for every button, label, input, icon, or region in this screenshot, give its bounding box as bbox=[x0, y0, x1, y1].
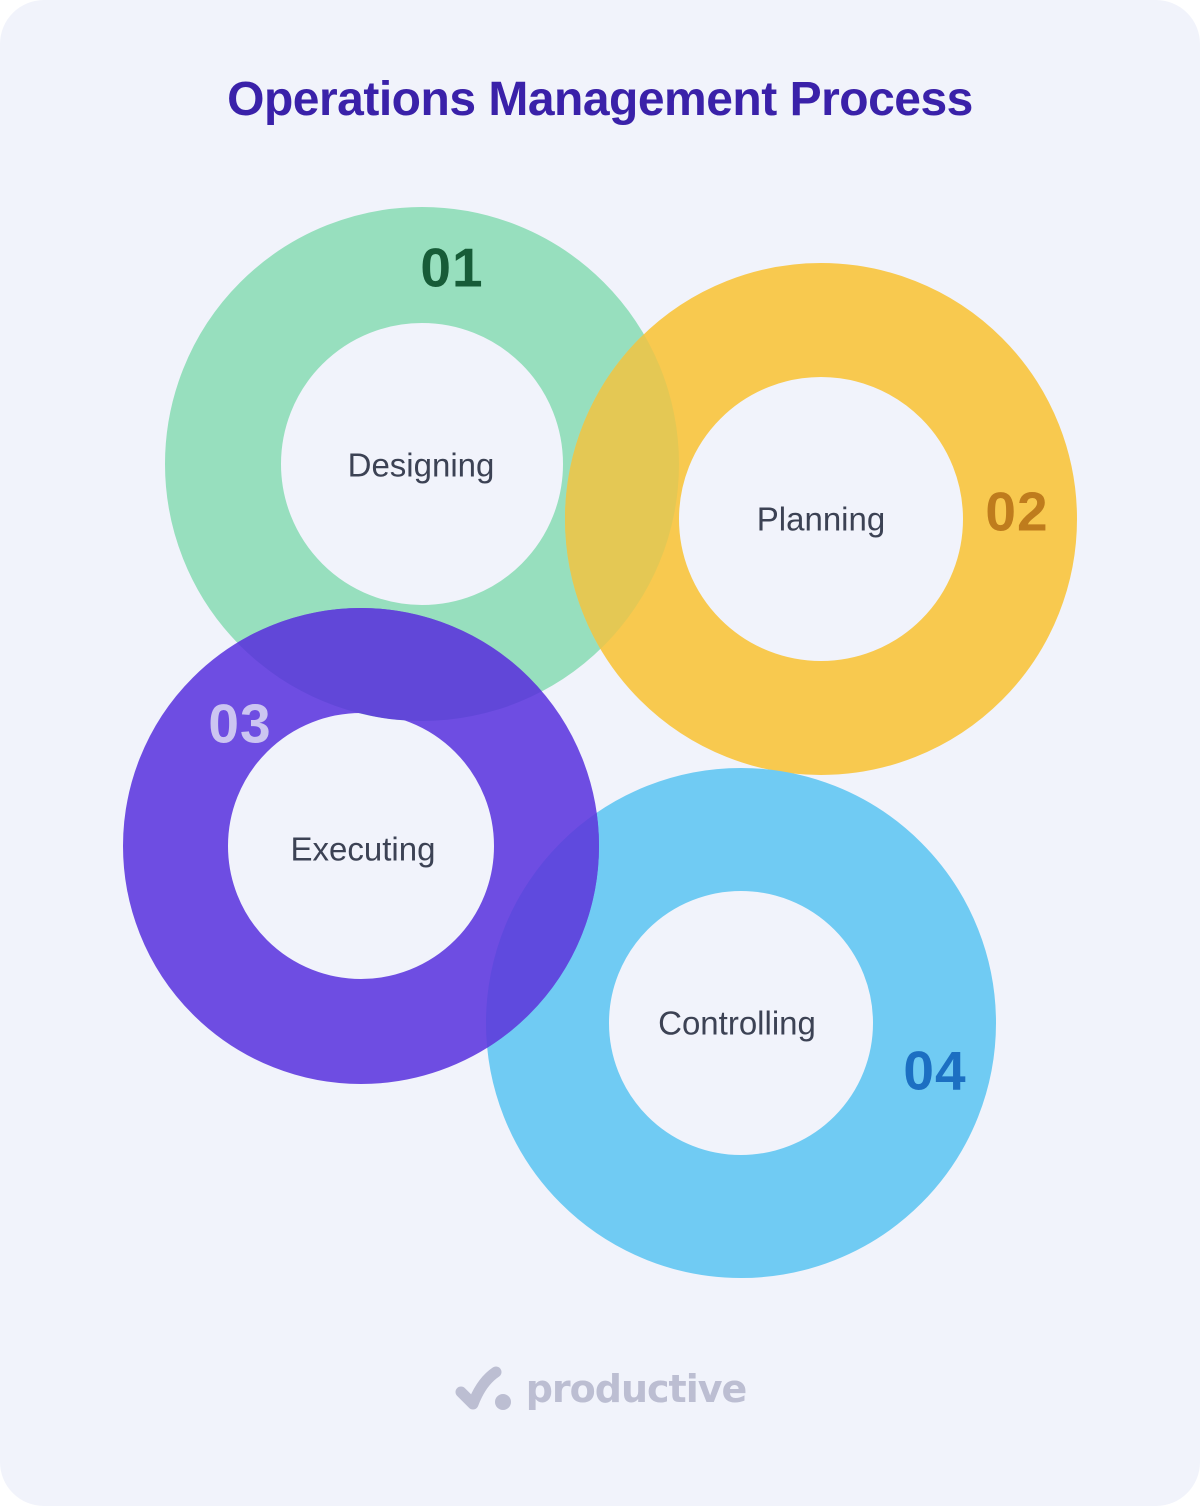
step-label-controlling: Controlling bbox=[658, 1004, 816, 1042]
checkmark-dot-icon bbox=[454, 1366, 514, 1412]
step-number-02: 02 bbox=[985, 480, 1049, 543]
step-label-executing: Executing bbox=[290, 830, 436, 868]
step-number-03: 03 bbox=[208, 692, 272, 755]
step-label-designing: Designing bbox=[347, 446, 495, 484]
step-number-04: 04 bbox=[903, 1039, 967, 1102]
step-number-01: 01 bbox=[420, 236, 484, 299]
footer-logo: productive bbox=[0, 1366, 1200, 1412]
logo-text: productive bbox=[525, 1367, 748, 1411]
page-title: Operations Management Process bbox=[227, 73, 973, 126]
ring-controlling bbox=[486, 768, 996, 1278]
step-label-planning: Planning bbox=[756, 500, 886, 538]
